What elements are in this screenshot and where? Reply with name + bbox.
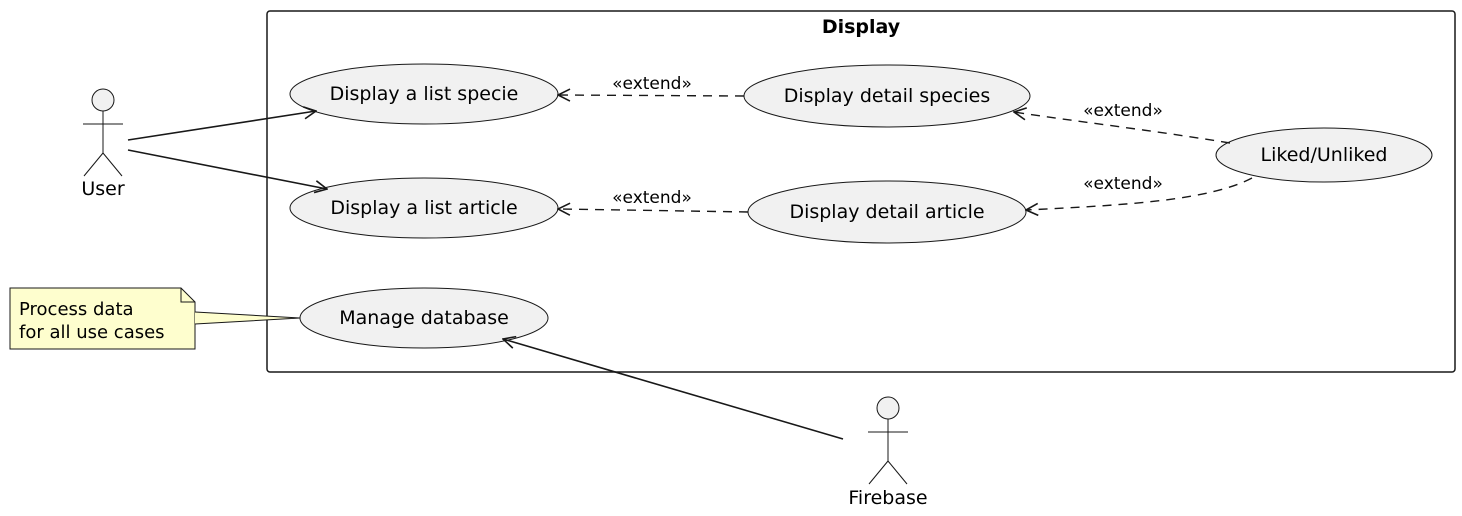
- extend-detail-article-to-list-article: «extend»: [558, 188, 749, 212]
- use-case-list-article: Display a list article: [289, 177, 559, 239]
- extend-label-2: «extend»: [612, 188, 692, 208]
- use-case-list-specie: Display a list specie: [289, 63, 559, 125]
- use-case-liked-unliked: Liked/Unliked: [1215, 127, 1433, 183]
- use-case-detail-article-label: Display detail article: [789, 201, 984, 223]
- extend-detail-species-to-list-specie: «extend»: [558, 74, 745, 96]
- firebase-label: Firebase: [848, 487, 927, 509]
- use-case-manage-database: Manage database: [299, 287, 549, 349]
- note-connector: [194, 311, 301, 325]
- system-boundary: Display: [266, 10, 1456, 373]
- use-case-detail-species: Display detail species: [743, 64, 1031, 128]
- extend-label-4: «extend»: [1083, 174, 1163, 194]
- user-actor: User: [81, 88, 125, 200]
- note-line-1: Process data: [19, 299, 134, 320]
- association-firebase-manage-database: [503, 339, 844, 440]
- system-title: Display: [822, 16, 901, 38]
- use-case-detail-article: Display detail article: [747, 180, 1027, 244]
- user-label: User: [81, 178, 124, 200]
- use-case-list-specie-label: Display a list specie: [330, 83, 519, 105]
- association-user-list-article: [127, 149, 327, 189]
- extend-label-3: «extend»: [1083, 101, 1163, 121]
- note: Process data for all use cases: [9, 287, 301, 350]
- firebase-actor: Firebase: [848, 396, 928, 509]
- extend-label-1: «extend»: [612, 74, 692, 94]
- use-case-list-article-label: Display a list article: [330, 197, 517, 219]
- use-case-detail-species-label: Display detail species: [784, 85, 990, 107]
- extend-liked-to-detail-article: «extend»: [1026, 174, 1253, 210]
- use-case-liked-unliked-label: Liked/Unliked: [1261, 144, 1388, 166]
- note-line-2: for all use cases: [19, 322, 165, 343]
- use-case-manage-database-label: Manage database: [339, 307, 509, 329]
- extend-liked-to-detail-species: «extend»: [1014, 101, 1231, 144]
- association-user-list-specie: [127, 111, 316, 141]
